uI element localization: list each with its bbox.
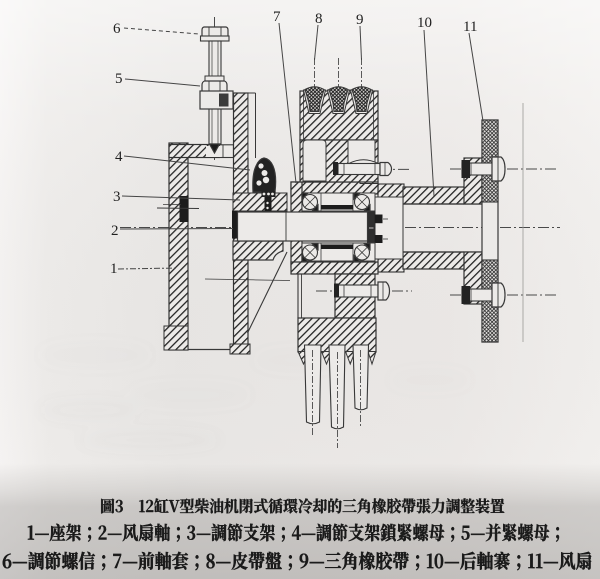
- svg-text:2: 2: [111, 223, 119, 239]
- svg-text:1: 1: [110, 261, 118, 277]
- svg-text:3: 3: [113, 189, 121, 205]
- svg-text:7: 7: [273, 9, 281, 25]
- svg-text:9: 9: [356, 12, 364, 28]
- svg-text:11: 11: [463, 19, 477, 35]
- svg-text:5: 5: [115, 71, 123, 87]
- svg-text:4: 4: [115, 149, 123, 165]
- svg-text:8: 8: [315, 11, 323, 27]
- svg-text:10: 10: [417, 15, 432, 31]
- svg-text:6: 6: [113, 21, 121, 37]
